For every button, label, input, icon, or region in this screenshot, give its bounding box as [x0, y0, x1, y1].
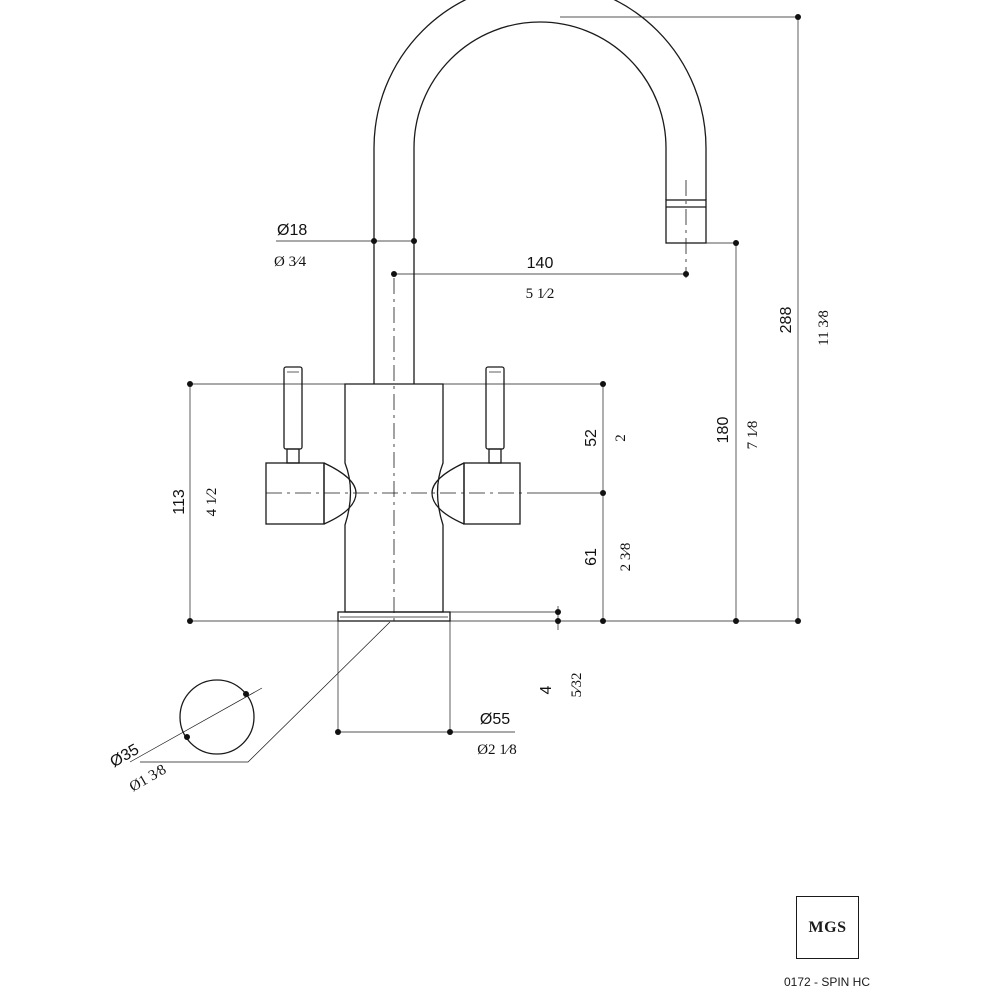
reach-mm: 140	[527, 255, 554, 272]
base-diameter-in: Ø2 1⁄8	[477, 742, 517, 758]
spout-height-mm: 180	[715, 417, 732, 444]
pipe-diameter-mm: Ø18	[277, 222, 307, 239]
logo-text: MGS	[808, 918, 847, 936]
total-height-mm: 288	[778, 307, 795, 334]
lower-body-mm: 61	[583, 548, 600, 566]
body-height-mm: 113	[171, 489, 188, 515]
upper-body-in: 2	[613, 434, 629, 442]
mgs-logo: MGS	[796, 896, 859, 959]
hole-diameter-mm: Ø35	[107, 741, 142, 771]
upper-body-mm: 52	[583, 429, 600, 447]
model-code: 0172 - SPIN HC	[783, 975, 871, 989]
right-handle	[431, 366, 521, 525]
reach-in: 5 1⁄2	[526, 286, 555, 302]
hole-diameter-in: Ø1 3⁄8	[127, 762, 169, 796]
base-thickness-in: 5⁄32	[569, 672, 585, 697]
pipe-diameter-in: Ø 3⁄4	[274, 254, 307, 270]
body-height-in: 4 1⁄2	[204, 488, 220, 517]
dim-spout-height	[706, 240, 739, 624]
dim-base-diameter	[335, 621, 515, 735]
base-thickness-mm: 4	[538, 685, 555, 694]
total-height-in: 11 3⁄8	[816, 310, 832, 346]
base-diameter-mm: Ø55	[480, 711, 510, 728]
dim-total-height	[560, 14, 801, 624]
dim-base-thickness	[450, 606, 561, 630]
dim-pipe-diameter	[276, 238, 417, 244]
dim-baseline	[187, 381, 800, 624]
left-handle	[265, 366, 357, 525]
dim-reach	[391, 271, 689, 277]
spout-height-in: 7 1⁄8	[745, 421, 761, 450]
lower-body-in: 2 3⁄8	[618, 543, 634, 572]
faucet-body	[266, 278, 530, 622]
mounting-hole-detail	[129, 621, 391, 763]
spout	[373, 0, 707, 384]
